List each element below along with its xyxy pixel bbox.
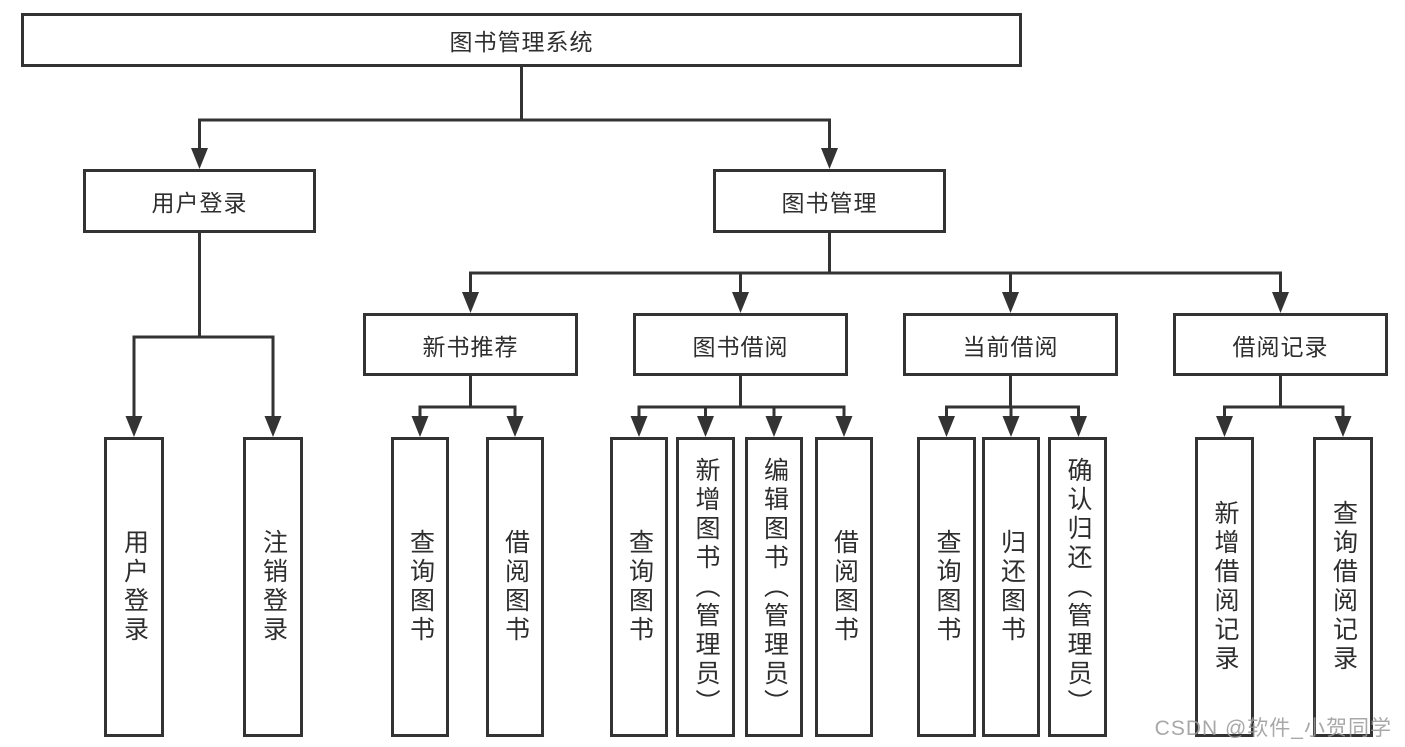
node-current-borrowing: 当前借阅	[903, 313, 1118, 376]
leaf-current-return-books: 归还图书	[982, 437, 1040, 737]
leaf-borrowing-query-books: 查询图书	[610, 437, 668, 737]
leaf-borrowing-edit-books-admin: 编辑图书（管理员）	[745, 437, 803, 737]
node-book-borrowing: 图书借阅	[633, 313, 848, 376]
leaf-user-login: 用户登录	[104, 437, 164, 737]
node-root: 图书管理系统	[21, 13, 1022, 67]
leaf-newbook-query-books: 查询图书	[391, 437, 449, 737]
leaf-newbook-borrow-books: 借阅图书	[486, 437, 544, 737]
leaf-records-query-borrow-record: 查询借阅记录	[1313, 437, 1373, 737]
leaf-current-query-books: 查询图书	[917, 437, 976, 737]
csdn-watermark: CSDN @软件_小贺同学	[1154, 717, 1392, 740]
node-user-login: 用户登录	[83, 169, 316, 233]
leaf-records-add-borrow-record: 新增借阅记录	[1195, 437, 1254, 737]
leaf-borrowing-borrow-books: 借阅图书	[815, 437, 873, 737]
node-book-management: 图书管理	[713, 169, 946, 233]
leaf-logout: 注销登录	[243, 437, 303, 737]
node-borrow-records: 借阅记录	[1173, 313, 1388, 376]
leaf-current-confirm-return-admin: 确认归还（管理员）	[1048, 437, 1107, 737]
leaf-borrowing-add-books-admin: 新增图书（管理员）	[676, 437, 735, 737]
node-new-book-recommend: 新书推荐	[363, 313, 578, 376]
